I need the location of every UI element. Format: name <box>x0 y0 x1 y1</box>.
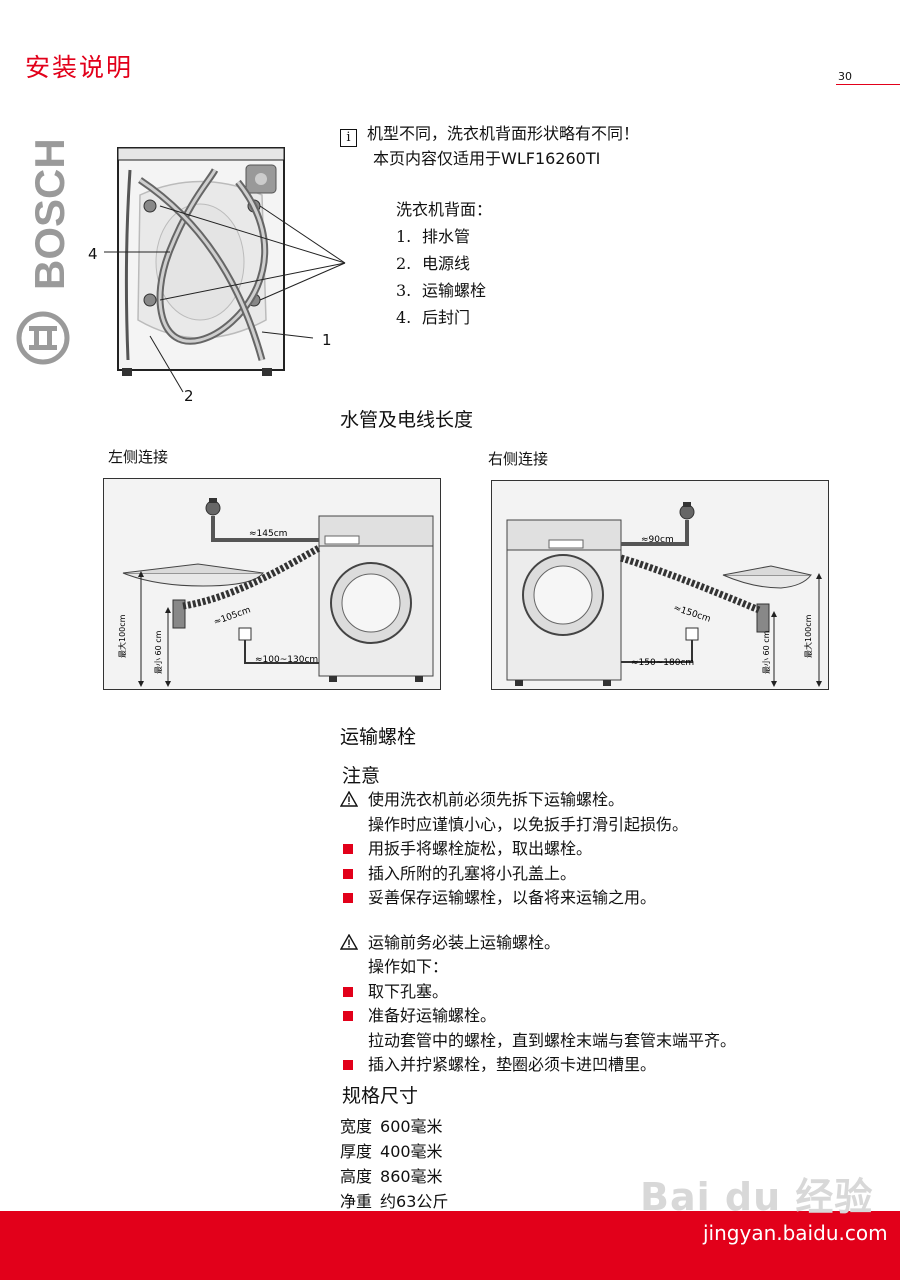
bullet-marker <box>343 1011 353 1021</box>
svg-text:4: 4 <box>88 245 98 263</box>
bullet-marker <box>343 868 353 879</box>
warning-detail: 操作时应谨慎小心，以免扳手打滑引起损伤。 <box>368 814 689 834</box>
right-connection-caption: 右侧连接 <box>488 450 549 468</box>
bullet-marker <box>343 986 353 997</box>
notice-heading: 注意 <box>342 765 381 787</box>
warning-icon <box>340 933 358 950</box>
svg-text:≈90cm: ≈90cm <box>641 535 674 545</box>
info-icon: i <box>340 129 357 147</box>
lengths-heading: 水管及电线长度 <box>340 409 474 431</box>
specs-heading: 规格尺寸 <box>342 1085 419 1107</box>
model-applies-to: 本页内容仅适用于WLF16260TI <box>373 149 601 168</box>
list-item: 插入并拧紧螺栓，垫圈必须卡进凹槽里。 <box>340 1053 880 1078</box>
svg-text:≈100~130cm: ≈100~130cm <box>255 655 318 665</box>
warning-item: 使用洗衣机前必须先拆下运输螺栓。 <box>340 788 880 813</box>
svg-text:3: 3 <box>349 259 350 277</box>
back-legend-title: 洗衣机背面： <box>396 200 493 219</box>
list-item: 3.运输螺栓 <box>396 281 487 300</box>
list-item: 1.排水管 <box>396 227 471 246</box>
svg-text:最大100cm: 最大100cm <box>117 614 127 658</box>
back-legend: 洗衣机背面： 1.排水管 2.电源线 3.运输螺栓 4.后封门 <box>396 196 492 331</box>
list-item: 妥善保存运输螺栓，以备将来运输之用。 <box>340 886 880 911</box>
warning-item: 运输前务必装上运输螺栓。 <box>340 931 880 956</box>
footer-band <box>0 1211 900 1280</box>
svg-text:≈150~180cm: ≈150~180cm <box>631 658 694 668</box>
svg-text:≈145cm: ≈145cm <box>249 529 287 539</box>
bullet-marker <box>343 844 353 854</box>
spec-row: 净重约63公斤 <box>340 1192 449 1211</box>
machine-back-figure: 1 2 3 4 <box>88 147 350 405</box>
right-connection-diagram: ≈90cm ≈150cm ≈150~180cm 最大100cm 最小 60 cm <box>491 480 829 690</box>
svg-text:最小 60 cm: 最小 60 cm <box>154 630 163 674</box>
transport-bolts-heading: 运输螺栓 <box>340 726 417 748</box>
transport-instructions: 使用洗衣机前必须先拆下运输螺栓。 操作时应谨慎小心，以免扳手打滑引起损伤。 用扳… <box>340 788 880 1078</box>
bullet-marker <box>343 893 353 903</box>
warning-detail: 操作如下： <box>368 957 449 976</box>
svg-text:BOSCH: BOSCH <box>26 138 72 290</box>
warning-icon <box>340 791 358 807</box>
list-item: 准备好运输螺栓。 <box>340 1004 880 1029</box>
list-item: 取下孔塞。 <box>340 980 880 1005</box>
svg-text:最大100cm: 最大100cm <box>803 614 813 658</box>
list-item-detail: 拉动套管中的螺栓，直到螺栓末端与套管末端平齐。 <box>368 1030 737 1050</box>
left-connection-diagram: ≈145cm ≈105cm ≈100~130cm 最大100cm 最小 60 c… <box>103 478 441 690</box>
page-number-rule <box>836 84 900 85</box>
baidu-watermark-url: jingyan.baidu.com <box>703 1221 888 1245</box>
left-connection-caption: 左侧连接 <box>108 448 169 466</box>
list-item: 4.后封门 <box>396 308 471 327</box>
page-number: 30 <box>838 70 852 83</box>
list-item: 用扳手将螺栓旋松，取出螺栓。 <box>340 837 880 862</box>
list-item: 插入所附的孔塞将小孔盖上。 <box>340 862 880 887</box>
svg-text:2: 2 <box>184 387 194 405</box>
bullet-marker <box>343 1060 353 1070</box>
page-title: 安装说明 <box>25 53 134 82</box>
svg-text:最小 60 cm: 最小 60 cm <box>762 630 771 674</box>
list-item: 2.电源线 <box>396 254 471 273</box>
bosch-logo: BOSCH <box>16 138 72 365</box>
baidu-watermark-logo: Bai du 经验 <box>640 1175 874 1219</box>
svg-text:1: 1 <box>322 331 332 349</box>
